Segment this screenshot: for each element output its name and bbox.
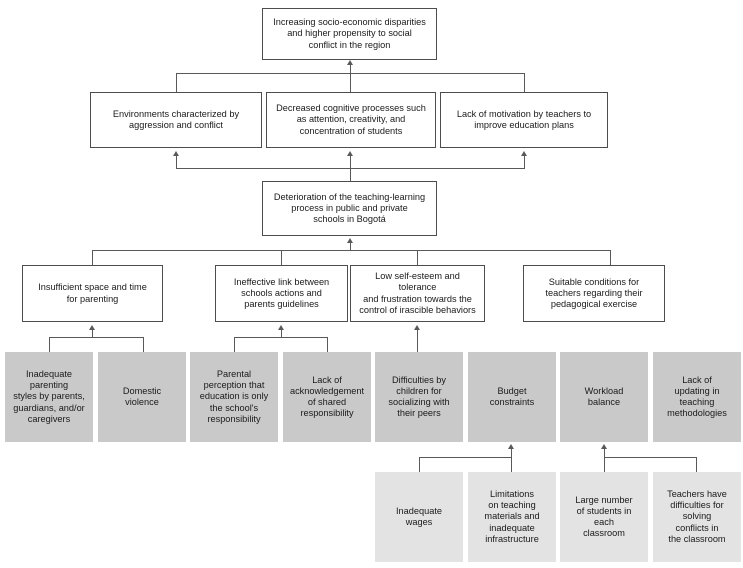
node-deterioration-teaching-learning: Deterioration of the teaching-learning p…	[262, 181, 437, 236]
arrowhead-to-top-outcome	[347, 60, 353, 65]
arrowhead-to-decreased-cognitive-processes	[347, 151, 353, 156]
connector-row2-mid-stem	[350, 73, 351, 92]
node-inadequate-parenting-styles: Inadequate parenting styles by parents, …	[5, 352, 93, 442]
node-inadequate-wages-label: Inadequate wages	[396, 505, 442, 527]
connector-row2-left-stem	[176, 73, 177, 92]
node-parental-perception-education: Parental perception that education is on…	[190, 352, 278, 442]
node-top-outcome: Increasing socio-economic disparities an…	[262, 8, 437, 60]
node-insufficient-space-time: Insufficient space and time for parentin…	[22, 265, 163, 322]
node-teachers-difficulties-solving-conflicts: Teachers have difficulties for solving c…	[653, 472, 741, 562]
node-ineffective-link-schools-parents-label: Ineffective link between schools actions…	[233, 276, 330, 310]
node-budget-constraints-label: Budget constraints	[489, 385, 535, 407]
node-workload-balance-label: Workload balance	[584, 385, 624, 407]
connector-deterioration-stem	[350, 168, 351, 181]
node-limitations-teaching-materials: Limitations on teaching materials and in…	[468, 472, 556, 562]
connector-groupB-bus	[604, 457, 697, 458]
node-suitable-conditions-teachers-label: Suitable conditions for teachers regardi…	[545, 276, 643, 310]
connector-group2-child2-stem	[327, 337, 328, 352]
node-inadequate-parenting-styles-label: Inadequate parenting styles by parents, …	[13, 368, 85, 424]
node-lack-of-motivation-teachers: Lack of motivation by teachers to improv…	[440, 92, 608, 148]
connector-row3-right-riser	[524, 156, 525, 169]
node-low-self-esteem-tolerance: Low self-esteem and tolerance and frustr…	[350, 265, 485, 322]
connector-row4-stem-2	[281, 250, 282, 265]
connector-row3-left-riser	[176, 156, 177, 169]
connector-row2-right-stem	[524, 73, 525, 92]
arrowhead-to-ineffective-link-schools-parents	[278, 325, 284, 330]
arrowhead-to-low-self-esteem-tolerance	[414, 325, 420, 330]
connector-groupA-riser	[511, 449, 512, 458]
connector-groupB-riser	[604, 449, 605, 458]
node-ineffective-link-schools-parents: Ineffective link between schools actions…	[215, 265, 348, 322]
node-suitable-conditions-teachers: Suitable conditions for teachers regardi…	[523, 265, 665, 322]
node-budget-constraints: Budget constraints	[468, 352, 556, 442]
node-domestic-violence: Domestic violence	[98, 352, 186, 442]
node-environments-aggression-label: Environments characterized by aggression…	[112, 108, 240, 130]
node-top-outcome-label: Increasing socio-economic disparities an…	[273, 17, 426, 50]
node-environments-aggression: Environments characterized by aggression…	[90, 92, 262, 148]
node-teachers-difficulties-solving-conflicts-label: Teachers have difficulties for solving c…	[667, 488, 727, 544]
node-workload-balance: Workload balance	[560, 352, 648, 442]
node-large-number-students-label: Large number of students in each classro…	[575, 494, 633, 539]
node-domestic-violence-label: Domestic violence	[122, 385, 162, 407]
node-difficulties-children-socializing-label: Difficulties by children for socializing…	[388, 374, 450, 419]
connector-group1-riser	[92, 330, 93, 338]
connector-row4-riser-to-deterioration	[350, 243, 351, 251]
node-decreased-cognitive-processes-label: Decreased cognitive processes such as at…	[276, 103, 426, 136]
node-lack-acknowledgement-shared-responsibility: Lack of acknowledgement of shared respon…	[283, 352, 371, 442]
node-insufficient-space-time-label: Insufficient space and time for parentin…	[38, 282, 147, 304]
connector-group2-child1-stem	[234, 337, 235, 352]
connector-row4-stem-3	[417, 250, 418, 265]
connector-groupB-child2-stem	[696, 457, 697, 472]
connector-group3-riser	[417, 330, 418, 352]
connector-row3-mid-riser	[350, 156, 351, 169]
arrowhead-to-workload-balance	[601, 444, 607, 449]
node-lack-of-motivation-teachers-label: Lack of motivation by teachers to improv…	[456, 108, 592, 130]
node-deterioration-teaching-learning-label: Deterioration of the teaching-learning p…	[273, 191, 426, 225]
node-large-number-students: Large number of students in each classro…	[560, 472, 648, 562]
node-inadequate-wages: Inadequate wages	[375, 472, 463, 562]
node-low-self-esteem-tolerance-label: Low self-esteem and tolerance and frustr…	[359, 271, 476, 315]
connector-top-riser	[350, 65, 351, 74]
node-difficulties-children-socializing: Difficulties by children for socializing…	[375, 352, 463, 442]
connector-row4-stem-4	[610, 250, 611, 265]
arrowhead-to-lack-of-motivation-teachers	[521, 151, 527, 156]
connector-group1-child2-stem	[143, 337, 144, 352]
connector-groupA-child2-stem	[511, 457, 512, 472]
connector-group1-child1-stem	[49, 337, 50, 352]
arrowhead-to-deterioration-teaching-learning	[347, 238, 353, 243]
connector-groupA-child1-stem	[419, 457, 420, 472]
node-parental-perception-education-label: Parental perception that education is on…	[199, 368, 269, 424]
connector-row4-bus	[92, 250, 610, 251]
connector-groupB-child1-stem	[604, 457, 605, 472]
connector-groupA-bus	[419, 457, 512, 458]
node-lack-updating-teaching-methodologies: Lack of updating in teaching methodologi…	[653, 352, 741, 442]
node-lack-updating-teaching-methodologies-label: Lack of updating in teaching methodologi…	[667, 374, 727, 419]
connector-row4-stem-1	[92, 250, 93, 265]
arrowhead-to-environments-aggression	[173, 151, 179, 156]
arrowhead-to-budget-constraints	[508, 444, 514, 449]
node-limitations-teaching-materials-label: Limitations on teaching materials and in…	[484, 488, 540, 544]
arrowhead-to-insufficient-space-time	[89, 325, 95, 330]
connector-group1-bus	[49, 337, 144, 338]
node-lack-acknowledgement-shared-responsibility-label: Lack of acknowledgement of shared respon…	[289, 374, 365, 419]
node-decreased-cognitive-processes: Decreased cognitive processes such as at…	[266, 92, 436, 148]
connector-group2-riser	[281, 330, 282, 338]
